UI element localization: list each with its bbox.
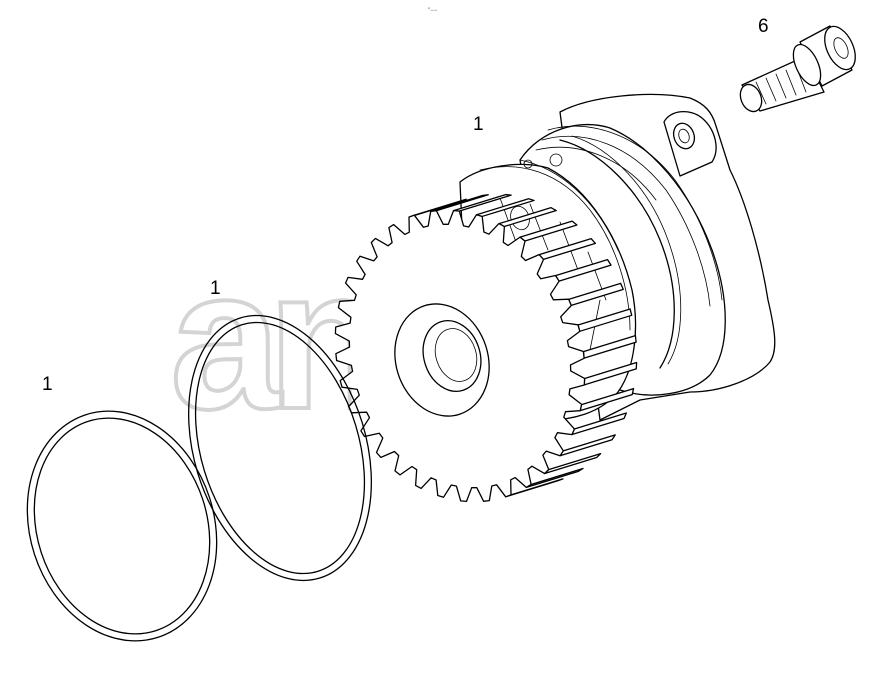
drive-gear[interactable]	[334, 193, 638, 503]
bolt-part[interactable]	[736, 22, 861, 115]
gear-tooth-flank	[543, 452, 602, 475]
callout-ring-inner: 1	[210, 278, 221, 299]
o-ring-inner[interactable]	[158, 293, 402, 603]
callout-pump: 1	[473, 114, 484, 135]
top-mark: ″−−	[428, 8, 438, 14]
gear-tooth-flank	[559, 434, 616, 457]
o-ring-outer[interactable]	[0, 386, 246, 665]
gear-tooth-flank	[505, 478, 564, 498]
gear-tooth-flank	[525, 467, 584, 489]
callout-ring-outer: 1	[42, 374, 53, 395]
callout-bolt: 6	[758, 16, 769, 37]
